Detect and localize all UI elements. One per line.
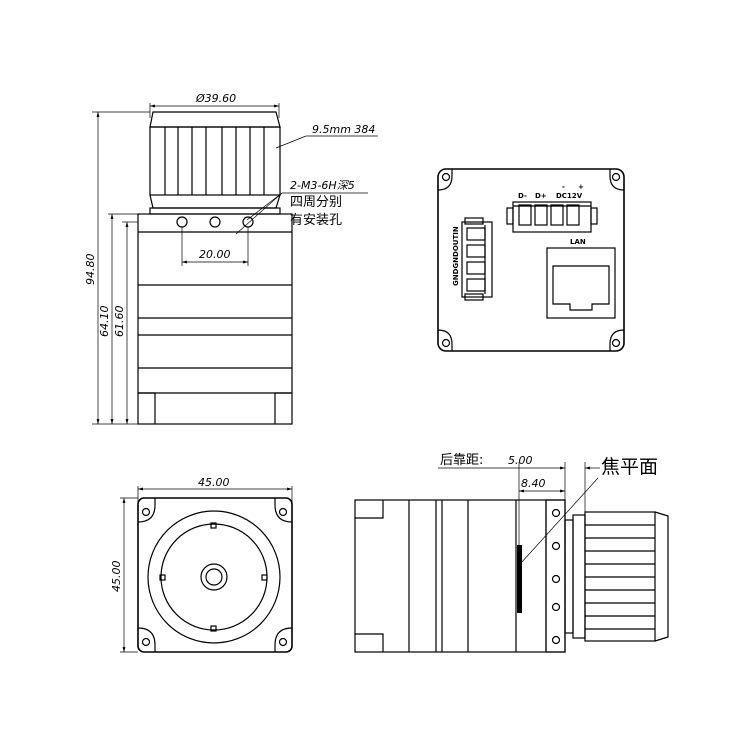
side-view-horizontal: 后靠距: 5.00 8.40 焦平面: [354, 453, 669, 653]
front-width-label: 45.00: [198, 476, 230, 489]
camera-body-side: [137, 213, 293, 425]
front-view: 45.00 45.00: [110, 476, 293, 653]
rear-view: GNDGNDOUTIN D- D+ - + DC12V LAN: [437, 168, 625, 352]
power-connector: D- D+ - + DC12V: [506, 183, 598, 233]
back-focus-value: 5.00: [508, 454, 533, 467]
io-connector-label: GNDGNDOUTIN: [452, 226, 460, 286]
height-61-label: 61.60: [113, 306, 126, 338]
side-view: Ø39.60 9.5mm 384: [84, 92, 378, 425]
mount-hole-desc-2: 有安装孔: [290, 213, 342, 228]
pin-minus: -: [562, 183, 565, 191]
height-64-label: 64.10: [98, 306, 111, 338]
mount-hole-desc-1: 四周分别: [290, 195, 342, 210]
total-height-label: 94.80: [84, 254, 97, 286]
back-focus-label: 后靠距:: [440, 453, 483, 468]
pin-d-plus: D+: [535, 192, 547, 200]
lan-port: LAN: [546, 238, 616, 319]
pin-d-minus: D-: [518, 192, 527, 200]
power-label: DC12V: [556, 192, 583, 200]
mount-hole-spec: 2-M3-6H深5: [290, 179, 355, 192]
focal-plane-label: 焦平面: [601, 456, 658, 478]
hole-spacing-label: 20.00: [199, 248, 231, 261]
io-connector: GNDGNDOUTIN: [452, 217, 493, 301]
pin-plus: +: [578, 183, 584, 191]
lens-size-label: 9.5mm 384: [312, 123, 375, 136]
offset-value: 8.40: [521, 477, 546, 490]
front-height-label: 45.00: [110, 561, 123, 593]
lens-barrel: [149, 111, 281, 209]
lan-label: LAN: [570, 238, 586, 246]
lens-diameter-label: Ø39.60: [195, 92, 236, 105]
lens-barrel-horizontal: [584, 511, 669, 642]
